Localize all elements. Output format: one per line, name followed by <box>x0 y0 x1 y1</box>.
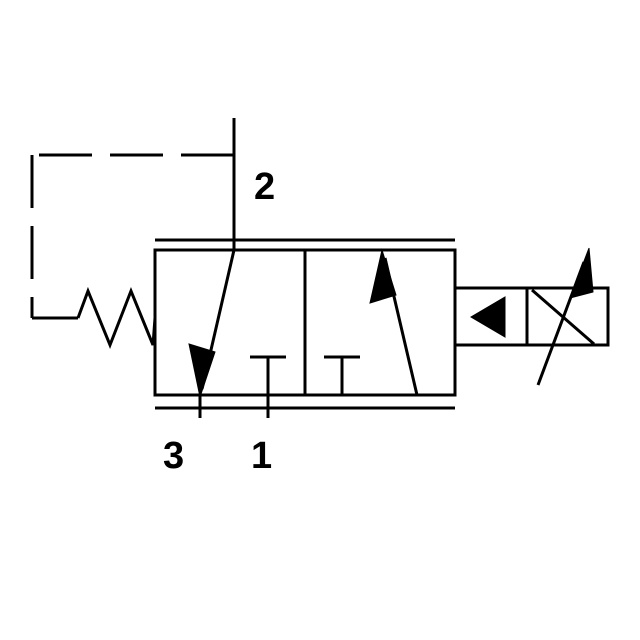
right-envelope <box>324 248 419 396</box>
left-envelope <box>188 249 286 399</box>
right-blocked-port <box>324 355 360 395</box>
pilot-triangle-icon <box>470 296 506 338</box>
port-label-1: 1 <box>251 435 273 477</box>
solenoid-arrow-head <box>569 247 594 299</box>
port-label-3: 3 <box>163 435 185 477</box>
port-label-2: 2 <box>254 166 276 208</box>
solenoid-actuator <box>453 247 610 386</box>
valve-port-rails <box>155 238 455 410</box>
bottom-port-stubs <box>198 395 270 418</box>
return-spring <box>76 286 157 350</box>
spring-coil <box>76 286 157 350</box>
left-flow-arrow-head <box>188 343 216 399</box>
solenoid-box <box>525 286 610 347</box>
right-flow-arrow-head <box>369 248 397 304</box>
left-blocked-port <box>250 355 286 395</box>
pilot-control-line <box>30 153 234 320</box>
